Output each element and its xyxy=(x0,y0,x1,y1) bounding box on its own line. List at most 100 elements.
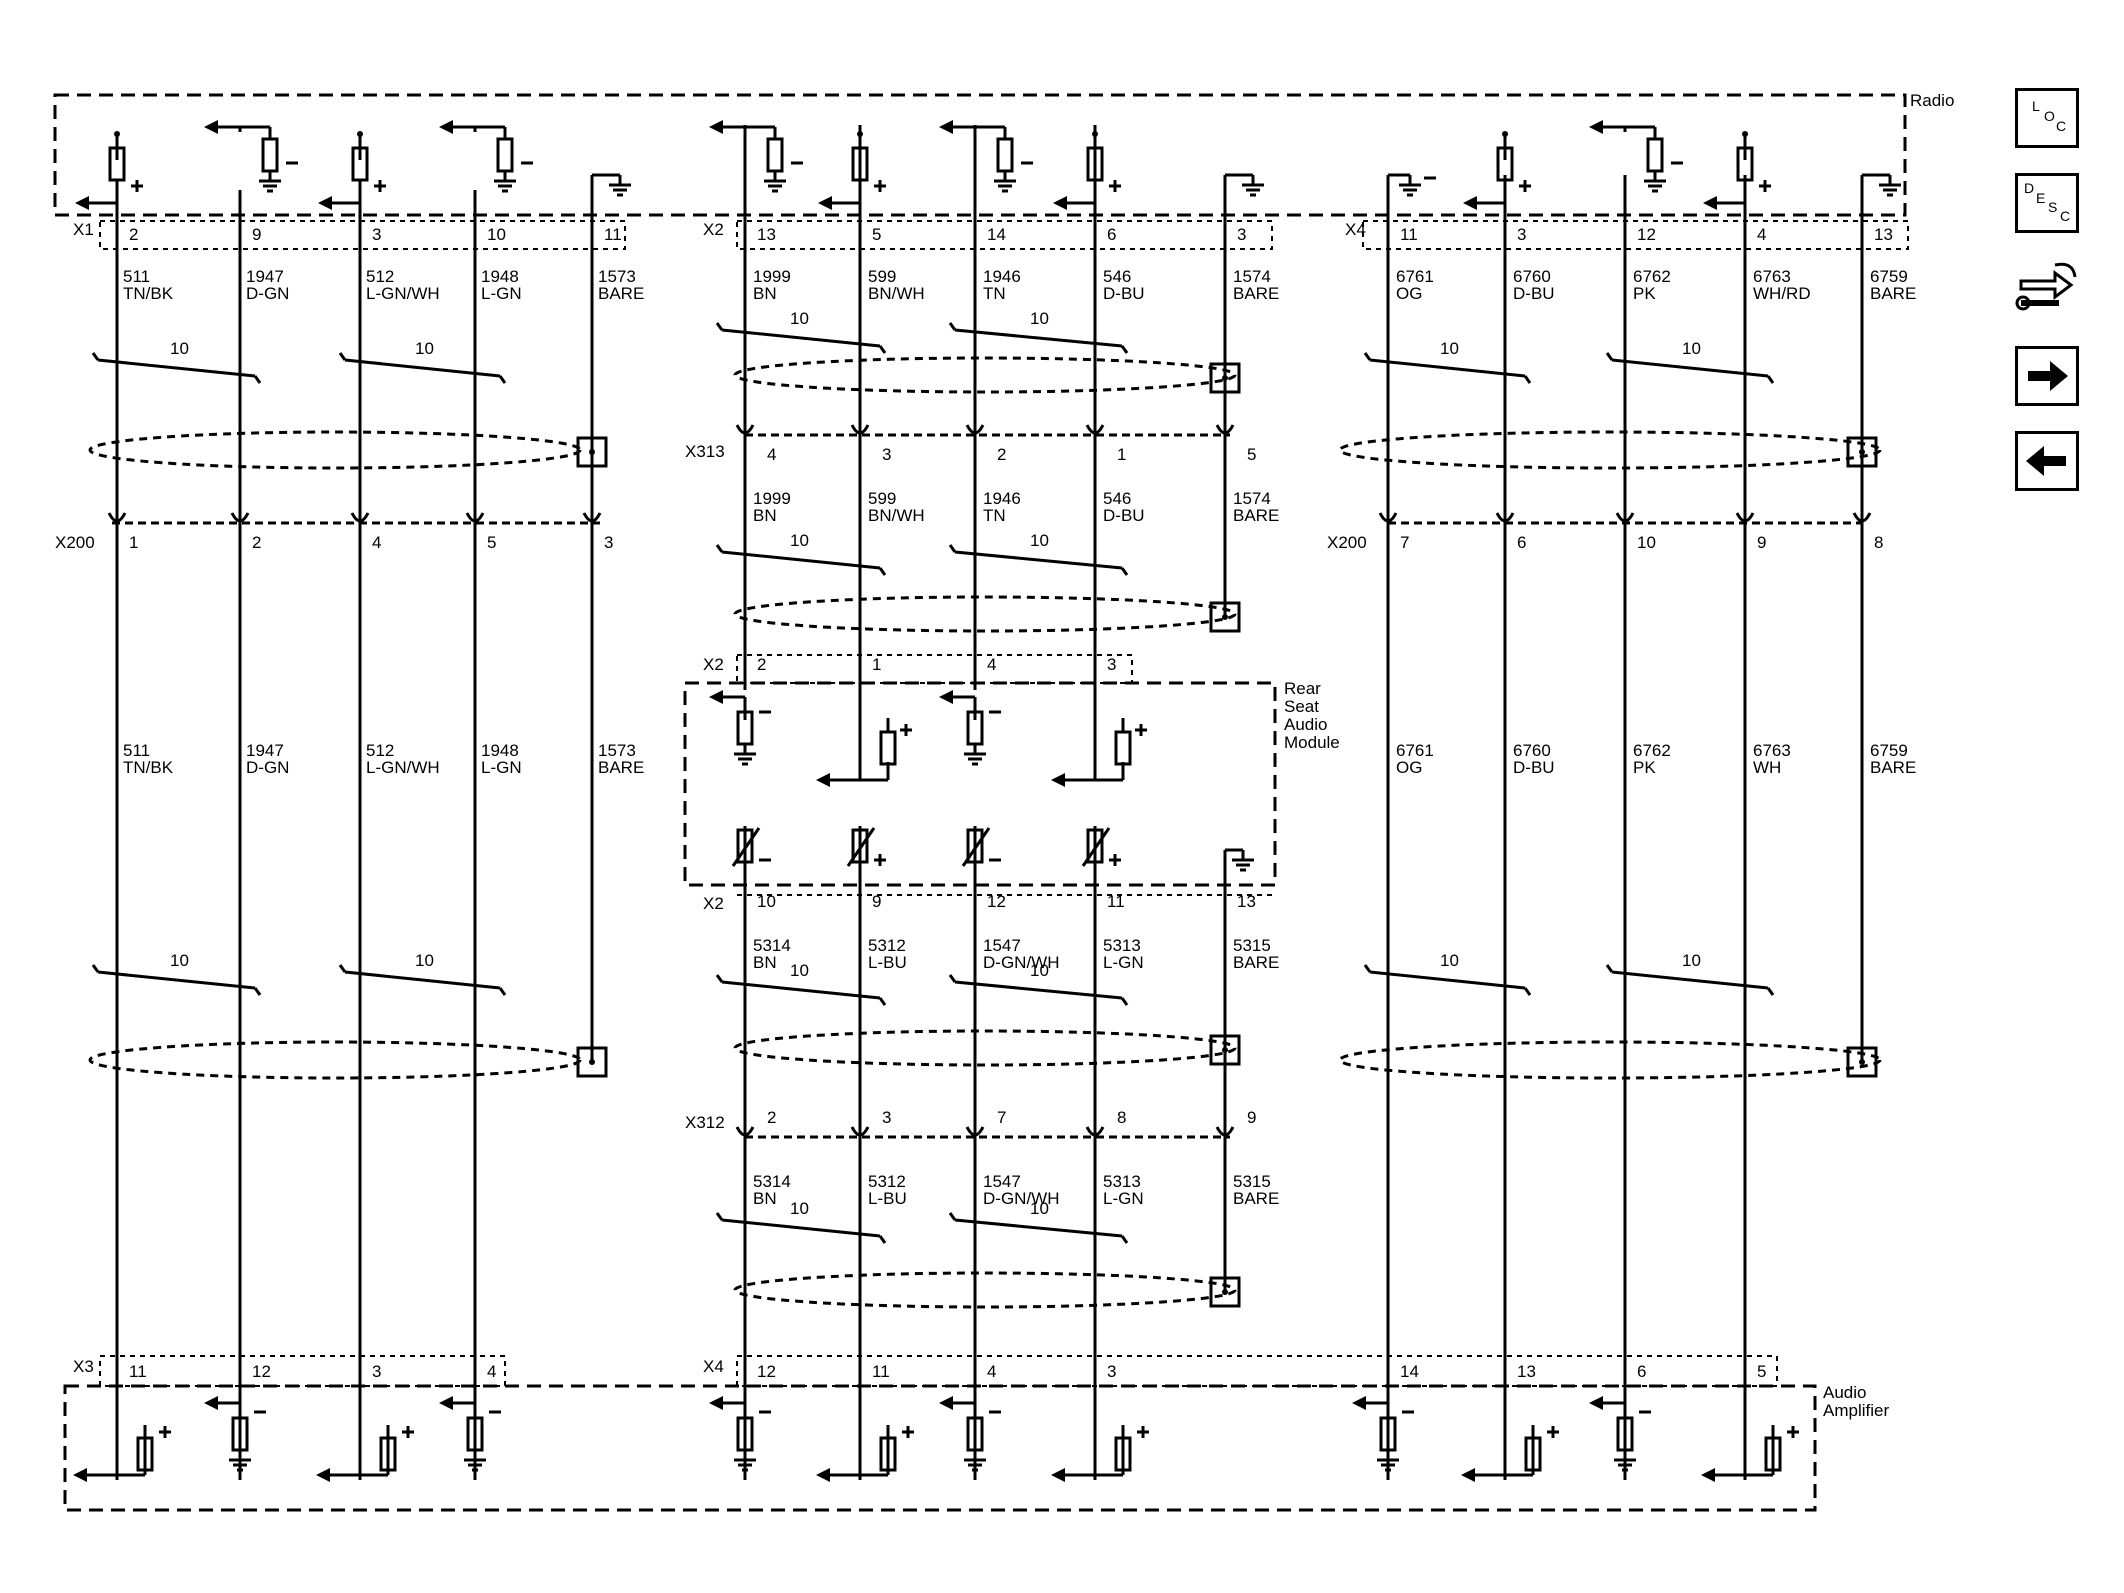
twist-tick xyxy=(1523,375,1532,384)
previous-page-button[interactable] xyxy=(2015,431,2079,491)
pin-label: 8 xyxy=(1874,533,1883,552)
arrow-left-icon xyxy=(1461,1468,1475,1482)
connector-jack xyxy=(965,424,985,435)
circuit-label: 1573 xyxy=(598,267,636,286)
connector-jack xyxy=(107,512,127,523)
wire-color-label: BN xyxy=(753,284,777,303)
circuit-label: 1999 xyxy=(753,267,791,286)
arrow-left-icon xyxy=(939,690,953,704)
twist-tick xyxy=(715,1212,724,1221)
twist-tick xyxy=(1605,964,1614,973)
wire-color-label: D-BU xyxy=(1103,506,1145,525)
location-button[interactable]: L O C xyxy=(2015,88,2079,148)
description-button[interactable]: D E S C xyxy=(2015,173,2079,233)
circuit-label: 6759 xyxy=(1870,741,1908,760)
tool-button[interactable] xyxy=(2015,255,2079,319)
amplifier-output-symbol xyxy=(851,828,869,864)
circuit-label: 5314 xyxy=(753,936,791,955)
connector-x2-outline xyxy=(736,220,1273,250)
wire-color-label: PK xyxy=(1633,758,1656,777)
connector-label-x3: X3 xyxy=(73,1357,94,1376)
resistor-symbol xyxy=(1646,137,1664,173)
twisted-pair-mark xyxy=(97,970,256,990)
circuit-label: 1547 xyxy=(983,1172,1021,1191)
wire-color-label: L-GN/WH xyxy=(366,284,440,303)
wire-color-label: D-BU xyxy=(1513,758,1555,777)
pin-dot xyxy=(1092,131,1098,137)
drain-dot xyxy=(1222,614,1228,620)
pin-label: 12 xyxy=(252,1362,271,1381)
pin-label: 5 xyxy=(1247,445,1256,464)
pin-label: 3 xyxy=(1107,1362,1116,1381)
shield-ellipse xyxy=(88,430,582,470)
desc-letter-s: S xyxy=(2048,199,2057,215)
wire-color-label: L-GN xyxy=(1103,1189,1144,1208)
arrow-left-icon xyxy=(204,120,218,134)
circuit-label: 6760 xyxy=(1513,741,1551,760)
pin-label: 7 xyxy=(1400,533,1409,552)
arrow-left-icon xyxy=(1589,1396,1603,1410)
resistor-symbol xyxy=(496,137,514,173)
twist-tick xyxy=(948,544,957,553)
twist-tick xyxy=(1120,997,1129,1006)
pin-label: 1 xyxy=(872,655,881,674)
twist-gauge-label: 10 xyxy=(1440,951,1459,970)
connector-jack xyxy=(1615,512,1635,523)
pin-label: 3 xyxy=(882,445,891,464)
connector-x3-outline xyxy=(99,1355,506,1387)
arrow-left-icon xyxy=(709,690,723,704)
amplifier-module-label: Audio xyxy=(1823,1383,1866,1402)
circuit-label: 6762 xyxy=(1633,267,1671,286)
twist-tick xyxy=(338,964,347,973)
twisted-pair-mark xyxy=(1611,970,1769,990)
twist-tick xyxy=(498,987,507,996)
radio-module-label: Radio xyxy=(1910,91,1954,110)
desc-letter-c: C xyxy=(2060,208,2070,224)
pin-label: 2 xyxy=(757,655,766,674)
pin-label: 12 xyxy=(1637,225,1656,244)
connector-jack xyxy=(1852,512,1872,523)
pin-label: 10 xyxy=(757,892,776,911)
pin-label: 11 xyxy=(872,1362,890,1381)
twist-gauge-label: 10 xyxy=(1030,961,1049,980)
pin-label: 2 xyxy=(997,445,1006,464)
pin-label: 9 xyxy=(1247,1108,1256,1127)
drain-dot xyxy=(1222,375,1228,381)
circuit-label: 512 xyxy=(366,741,394,760)
circuit-label: 1946 xyxy=(983,267,1021,286)
wire-color-label: TN/BK xyxy=(123,284,174,303)
amplifier-module-label: Amplifier xyxy=(1823,1401,1889,1420)
wire-color-label: BN xyxy=(753,953,777,972)
output-slash xyxy=(731,827,761,867)
pin-label: 3 xyxy=(604,533,613,552)
twist-gauge-label: 10 xyxy=(790,309,809,328)
circuit-label: 546 xyxy=(1103,267,1131,286)
arrow-left-icon xyxy=(2026,446,2066,476)
arrow-left-icon xyxy=(816,773,830,787)
twist-tick xyxy=(715,322,724,331)
arrow-left-icon xyxy=(439,1396,453,1410)
next-page-button[interactable] xyxy=(2015,346,2079,406)
twist-gauge-label: 10 xyxy=(1682,339,1701,358)
pin-label: 12 xyxy=(987,892,1006,911)
resistor-symbol xyxy=(996,137,1014,173)
pin-label: 9 xyxy=(252,225,261,244)
pin-label: 3 xyxy=(882,1108,891,1127)
output-slash xyxy=(961,827,991,867)
twist-gauge-label: 10 xyxy=(1030,531,1049,550)
arrow-left-icon xyxy=(1703,196,1717,210)
output-slash xyxy=(846,827,876,867)
connector-jack xyxy=(1215,424,1235,435)
twisted-pair-mark xyxy=(1369,358,1526,378)
pin-dot xyxy=(857,131,863,137)
pin-label: 8 xyxy=(1117,1108,1126,1127)
wire-color-label: BARE xyxy=(1233,284,1279,303)
connector-label-x200: X200 xyxy=(55,533,95,552)
twisted-pair-mark xyxy=(97,358,256,378)
pin-label: 3 xyxy=(1237,225,1246,244)
twist-tick xyxy=(1605,352,1614,361)
pin-label: 7 xyxy=(997,1108,1006,1127)
connector-x4-outline xyxy=(1362,220,1909,250)
labels: RadioRearSeatAudioModuleAudioAmplifierX1… xyxy=(55,91,1954,1420)
twisted-pair-mark xyxy=(721,1218,881,1238)
